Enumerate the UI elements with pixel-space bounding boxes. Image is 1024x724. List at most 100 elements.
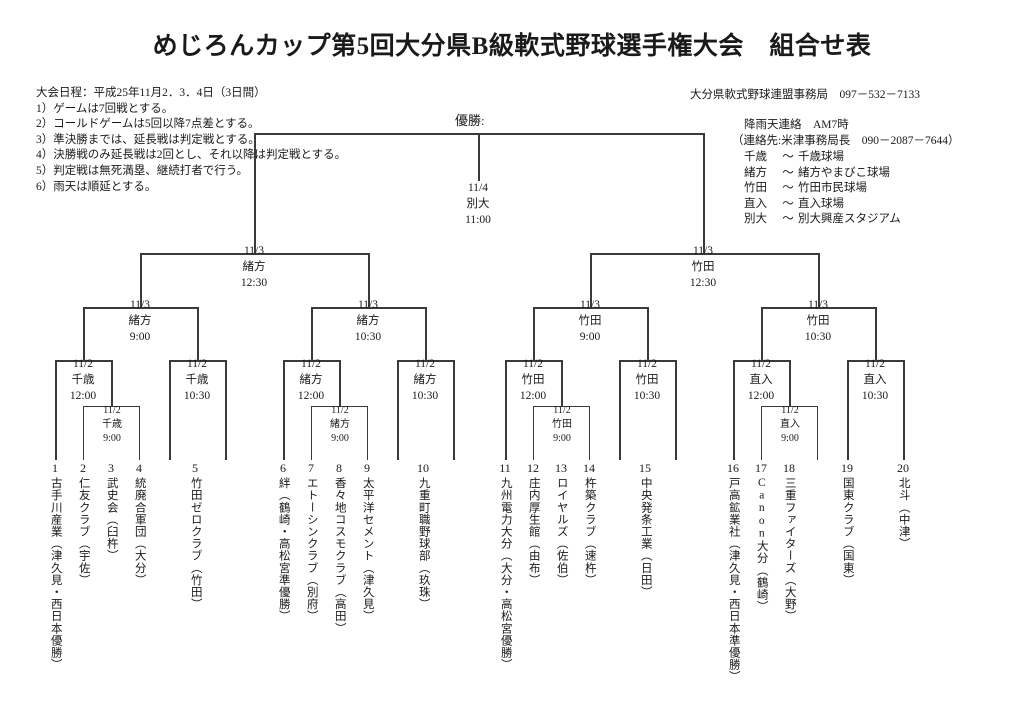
groupA-match3-connector: [169, 360, 225, 362]
match-venue: 緒方: [413, 374, 437, 386]
match-time: 10:30: [183, 390, 211, 402]
team-entry-6: 6 絆（鶴崎・高松宮準優勝）: [270, 461, 296, 622]
groupC-submatch-connector: [533, 406, 589, 408]
match-time: 10:30: [861, 390, 889, 402]
first-round-1-label: 11/2 千歳 12:00: [53, 356, 113, 404]
groupA-team5-stem: [225, 360, 227, 460]
match-time: 9:00: [129, 331, 151, 343]
match-time: 12:30: [689, 277, 717, 289]
match-time: 10:30: [354, 331, 382, 343]
semifinal-right-riser: [703, 133, 705, 253]
team-entry-7: 7 エトーシンクラブ（別府）: [298, 461, 324, 622]
rule-item-3: 3）準決勝までは、延長戦は判定戦とする。: [36, 133, 260, 146]
qf4-riser: [818, 253, 820, 307]
venue-name: 緒方やまびこ球場: [798, 166, 890, 179]
groupB-team9-stem: [397, 360, 399, 460]
groupB-right-riser: [425, 307, 427, 360]
first-round-6-label: 11/2 緒方 10:30: [395, 356, 455, 404]
team-entry-2: 2 仁友クラブ（宇佐）: [70, 461, 96, 586]
match-venue: 別大: [466, 198, 490, 210]
venue-name: 千歳球場: [798, 151, 844, 163]
venue-tilde: 〜: [782, 197, 794, 210]
match-time: 9:00: [553, 433, 571, 444]
match-date: 11/2: [72, 358, 94, 370]
quarterfinal-1-label: 11/3 緒方 9:00: [110, 297, 170, 345]
venue-name: 別大興産スタジアム: [798, 213, 901, 226]
first-round-9-label: 11/2 竹田 10:30: [617, 356, 677, 404]
team-entry-20: 20 北斗（中津）: [890, 461, 916, 549]
match-date: 11/2: [781, 405, 799, 416]
match-venue: 緒方: [242, 261, 266, 273]
groupA-submatch-riser: [111, 360, 113, 406]
venue-legend-row: 緒方〜緒方やまびこ球場: [744, 166, 901, 182]
rule-item-6: 6）雨天は順延とする。: [36, 180, 157, 193]
groupA-right-riser: [197, 307, 199, 360]
team-number: 9: [364, 461, 370, 475]
match-time: 10:30: [804, 331, 832, 343]
match-date: 11/2: [414, 358, 436, 370]
team-name: 香々地コスモクラブ（高田）: [333, 476, 346, 634]
team-name: 九州電力大分（大分・高松宮優勝）: [499, 476, 512, 671]
team-name: 武史会（臼杵）: [105, 476, 118, 562]
groupB-left-riser: [311, 307, 313, 360]
rule-item-2: 2）コールドゲームは5回以降7点差とする。: [36, 118, 260, 131]
team-number: 11: [499, 461, 511, 475]
match-time: 12:30: [240, 277, 268, 289]
team-number: 17: [755, 461, 767, 475]
team-entry-5: 5 竹田ゼロクラブ（竹田）: [182, 461, 208, 610]
match-date: 11/3: [129, 299, 151, 311]
first-round-4-label: 11/2 緒方 12:00: [281, 356, 341, 404]
first-round-10-label: 11/2 直入 12:00: [731, 356, 791, 404]
groupC-left-riser: [533, 307, 535, 360]
team-number: 1: [52, 461, 58, 475]
groupA-team2-stem: [83, 406, 85, 460]
team-name: 竹田ゼロクラブ（竹田）: [189, 476, 202, 610]
match-time: 12:00: [69, 390, 97, 402]
team-entry-18: 18 三重ファイターズ（大野）: [776, 461, 802, 621]
groupB-match1-connector: [283, 360, 339, 362]
team-number: 18: [783, 461, 795, 475]
venue-tilde: 〜: [782, 151, 794, 163]
match-date: 11/2: [331, 405, 349, 416]
groupC-team12-stem: [533, 406, 535, 460]
first-round-3-label: 11/2 千歳 10:30: [167, 356, 227, 404]
groupD-team19-stem: [847, 360, 849, 460]
match-time: 10:30: [633, 390, 661, 402]
match-date: 11/4: [467, 182, 489, 194]
groupD-submatch-riser: [789, 360, 791, 406]
venue-name: 直入球場: [798, 197, 844, 210]
champion-label: 優勝:: [455, 113, 485, 128]
team-name: Canon大分（鶴崎）: [755, 476, 768, 613]
team-name: 国東クラブ（国東）: [841, 476, 854, 586]
team-number: 10: [417, 461, 429, 475]
secretary-contact: （連絡先:米津事務局長 090－2087－7644）: [732, 134, 960, 147]
first-round-11-label: 11/2 直入 9:00: [763, 404, 817, 446]
semifinal-left-connector: [140, 253, 368, 255]
venue-tilde: 〜: [782, 166, 794, 179]
venue-key: 直入: [744, 197, 767, 210]
first-round-7-label: 11/2 竹田 12:00: [503, 356, 563, 404]
match-venue: 緒方: [299, 374, 323, 386]
groupC-match3-connector: [619, 360, 675, 362]
venue-legend-row: 直入 〜直入球場: [744, 197, 901, 213]
team-entry-15: 15 中央発条工業（日田）: [632, 461, 658, 597]
match-date: 11/3: [692, 245, 714, 257]
team-name: 仁友クラブ（宇佐）: [77, 476, 90, 586]
team-number: 5: [192, 461, 198, 475]
team-name: エトーシンクラブ（別府）: [305, 476, 318, 622]
team-number: 7: [308, 461, 314, 475]
team-number: 15: [639, 461, 651, 475]
groupA-left-riser: [83, 307, 85, 360]
match-date: 11/3: [807, 299, 829, 311]
venue-key: 別大: [744, 213, 767, 226]
qf4-connector: [761, 307, 875, 309]
team-name: 絆（鶴崎・高松宮準優勝）: [277, 476, 290, 622]
rule-item-1: 1）ゲームは7回戦とする。: [36, 102, 174, 115]
venue-legend-row: 千歳〜千歳球場: [744, 150, 901, 166]
final-match-label: 11/4 別大 11:00: [448, 180, 508, 228]
groupC-team14-stem: [619, 360, 621, 460]
first-round-2-label: 11/2 千歳 9:00: [85, 404, 139, 446]
qf2-connector: [311, 307, 425, 309]
team-entry-4: 4 統廃合軍団（大分）: [126, 461, 152, 585]
